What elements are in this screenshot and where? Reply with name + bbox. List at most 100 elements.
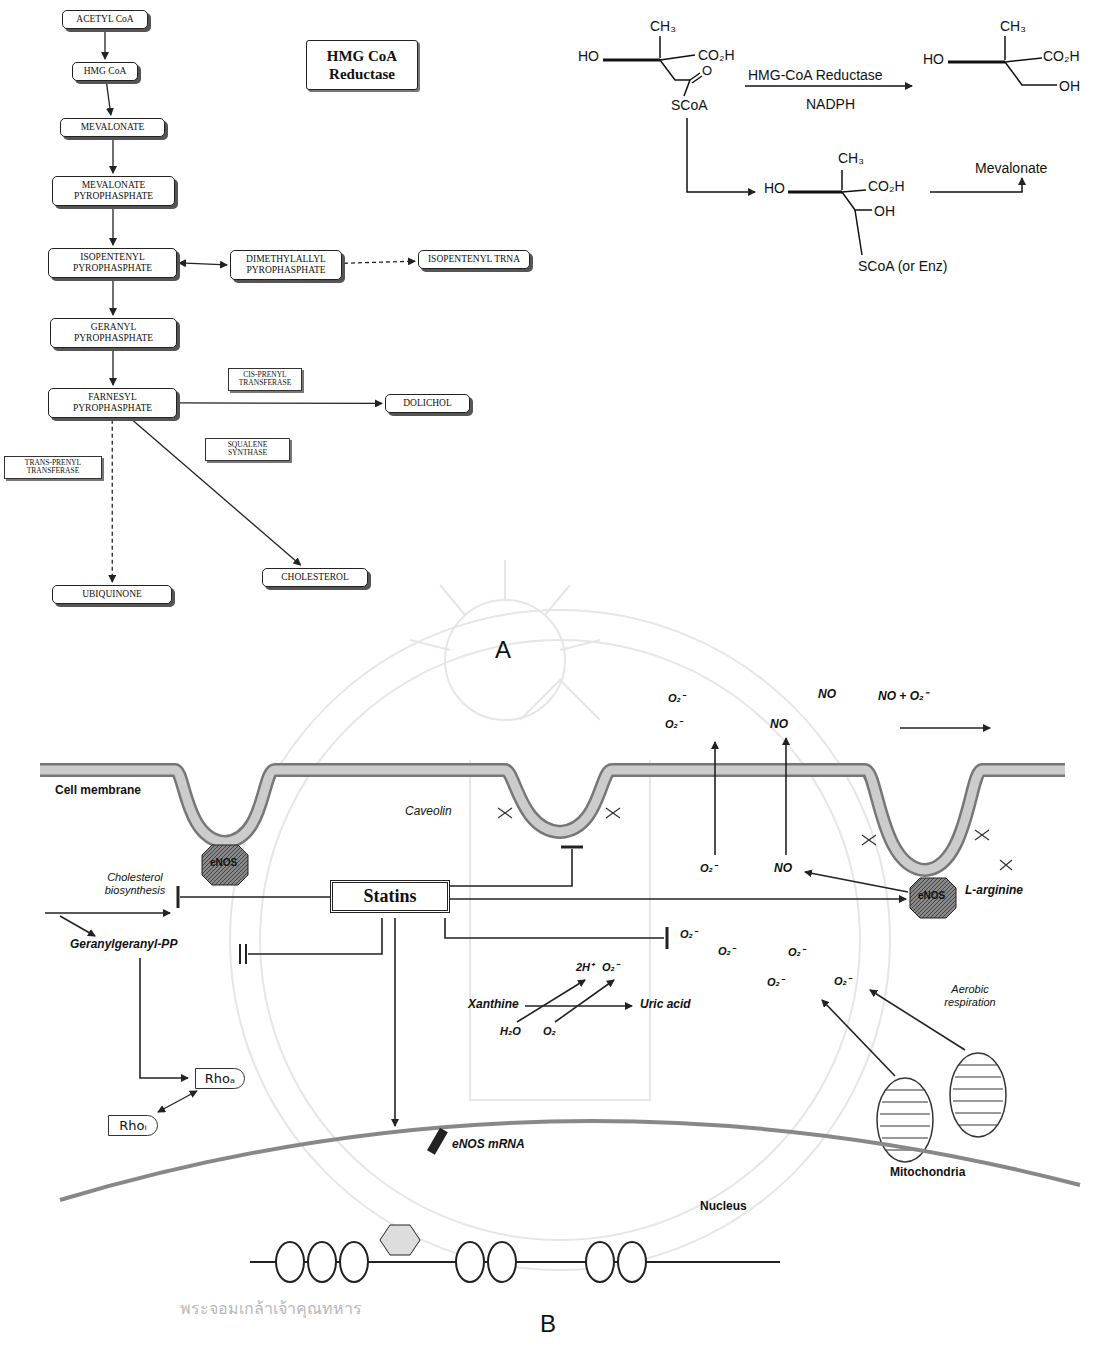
- pathway-arrow: [179, 263, 227, 265]
- box-text: CIS-PRENYL TRANSFERASE: [232, 371, 298, 388]
- chemical-label: HO: [764, 180, 785, 196]
- diagram-label: NO + O₂⁻: [878, 690, 928, 704]
- pathway-arrow: [112, 420, 113, 582]
- diagram-label: O₂⁻: [680, 928, 697, 941]
- enzyme-box: CIS-PRENYL TRANSFERASE: [228, 368, 302, 391]
- chemical-structure: [603, 36, 1057, 255]
- pathway-box: ISOPENTENYL PYROPHASPHATE: [48, 248, 177, 278]
- box-text: UBIQUINONE: [57, 589, 167, 600]
- drug-box: Statins: [330, 880, 450, 913]
- diagram-label: NO: [818, 688, 836, 702]
- chemical-label: CO₂H: [1043, 48, 1080, 64]
- chemical-label: SCoA (or Enz): [858, 258, 947, 274]
- chemical-label: HO: [923, 51, 944, 67]
- pathway-box: HMG CoA: [72, 62, 138, 81]
- pathway-box: MEVALONATE PYROPHASPHATE: [52, 176, 175, 206]
- pathway-box: ISOPENTENYL TRNA: [418, 250, 530, 269]
- transcription-factor: [380, 1225, 420, 1255]
- box-text: Statins: [339, 886, 441, 907]
- diagram-label: O₂⁻: [668, 692, 685, 705]
- pathway-arrow: [104, 31, 105, 59]
- pathway-box: UBIQUINONE: [52, 585, 172, 604]
- diagram-label: O₂⁻: [602, 961, 619, 974]
- title-box: HMG CoA Reductase: [306, 40, 418, 90]
- box-text: DOLICHOL: [390, 398, 465, 409]
- diagram-label: Aerobic respiration: [930, 983, 1010, 1008]
- pathway-arrow: [112, 350, 113, 385]
- chemical-label: CH₃: [650, 18, 676, 34]
- pathway-arrow: [158, 1091, 197, 1112]
- pathway-box: GERANYL PYROPHASPHATE: [50, 318, 177, 348]
- box-text: ACETYL CoA: [67, 14, 143, 25]
- box-text: MEVALONATE: [65, 122, 160, 133]
- enos-mrna: [427, 1128, 448, 1155]
- diagram-label: NO: [770, 718, 788, 732]
- chemical-label: Mevalonate: [975, 160, 1047, 176]
- diagram-label: Xanthine: [468, 998, 519, 1012]
- enzyme-box: TRANS-PRENYL TRANSFERASE: [4, 456, 102, 479]
- box-text: Rhoᵢ: [113, 1118, 153, 1133]
- box-text: HMG CoA Reductase: [313, 47, 411, 83]
- pathway-arrow: [344, 261, 415, 263]
- diagram-label: 2H⁺: [576, 961, 594, 974]
- pathway-arrow: [112, 208, 113, 245]
- box-text: DIMETHYLALLYL PYROPHASPHATE: [235, 254, 337, 276]
- chemical-label: CO₂H: [868, 178, 905, 194]
- diagram-label: A: [495, 636, 511, 664]
- box-text: GERANYL PYROPHASPHATE: [55, 322, 172, 344]
- chemical-label: OH: [1059, 78, 1080, 94]
- diagram-label: O₂⁻: [718, 945, 735, 958]
- pathway-box: MEVALONATE: [60, 118, 165, 137]
- pathway-arrow: [179, 402, 382, 404]
- pathway-arrow: [112, 139, 113, 173]
- chemical-label: O: [702, 64, 712, 79]
- diagram-label: O₂⁻: [767, 976, 784, 989]
- diagram-label: H₂O: [500, 1025, 521, 1038]
- diagram-label: O₂: [543, 1025, 556, 1038]
- pathway-box: ACETYL CoA: [62, 10, 148, 29]
- box-text: ISOPENTENYL TRNA: [423, 254, 525, 265]
- enos-protein: [202, 845, 248, 885]
- diagram-label: O₂⁻: [788, 946, 805, 959]
- diagram-label: L-arginine: [965, 884, 1023, 898]
- pathway-box: FARNESYL PYROPHASPHATE: [48, 388, 177, 418]
- rho-box: Rhoₐ: [195, 1068, 245, 1089]
- pathway-arrow: [132, 420, 300, 565]
- box-text: SQUALENE SYNTHASE: [209, 441, 286, 458]
- diagram-label: Mitochondria: [890, 1166, 965, 1180]
- box-text: ISOPENTENYL PYROPHASPHATE: [53, 252, 172, 274]
- cell-membrane: [40, 770, 1065, 870]
- chemical-label: HMG-CoA Reductase: [748, 67, 883, 83]
- nuclear-envelope: [60, 1121, 1080, 1200]
- watermark-seal: [230, 560, 890, 1270]
- statin-effect-lines: [45, 728, 990, 1126]
- enzyme-box: SQUALENE SYNTHASE: [205, 438, 290, 461]
- box-text: FARNESYL PYROPHASPHATE: [53, 392, 172, 414]
- pathway-box: CHOLESTEROL: [262, 568, 368, 587]
- chemical-label: OH: [874, 203, 895, 219]
- diagram-label: NO: [774, 862, 792, 876]
- pathway-arrow: [107, 83, 111, 115]
- dna-nucleosomes: [250, 1242, 780, 1282]
- caveolin-mark: [498, 808, 1012, 870]
- box-text: CHOLESTEROL: [267, 572, 363, 583]
- box-text: Rhoₐ: [200, 1071, 240, 1086]
- diagram-label: eNOS: [918, 890, 945, 902]
- diagram-label: B: [540, 1310, 556, 1338]
- watermark: พระจอมเกล้าเจ้าคุณทหาร: [180, 1300, 362, 1318]
- rho-box: Rhoᵢ: [108, 1115, 158, 1136]
- pathway-arrow: [112, 280, 113, 315]
- diagram-label: Cell membrane: [55, 784, 141, 798]
- chemical-label: NADPH: [806, 96, 855, 112]
- diagram-label: O₂⁻: [700, 862, 717, 875]
- box-text: MEVALONATE PYROPHASPHATE: [57, 180, 170, 202]
- enos-protein: [910, 878, 956, 918]
- diagram-label: O₂⁻: [665, 718, 682, 731]
- diagram-label: Cholesterol biosynthesis: [95, 871, 175, 896]
- diagram-label: Geranylgeranyl-PP: [70, 938, 177, 952]
- diagram-label: Uric acid: [640, 998, 691, 1012]
- pathway-box: DIMETHYLALLYL PYROPHASPHATE: [230, 250, 342, 280]
- chemical-label: CH₃: [1000, 18, 1026, 34]
- diagram-label: Caveolin: [405, 805, 452, 819]
- chemical-label: CH₃: [838, 150, 864, 166]
